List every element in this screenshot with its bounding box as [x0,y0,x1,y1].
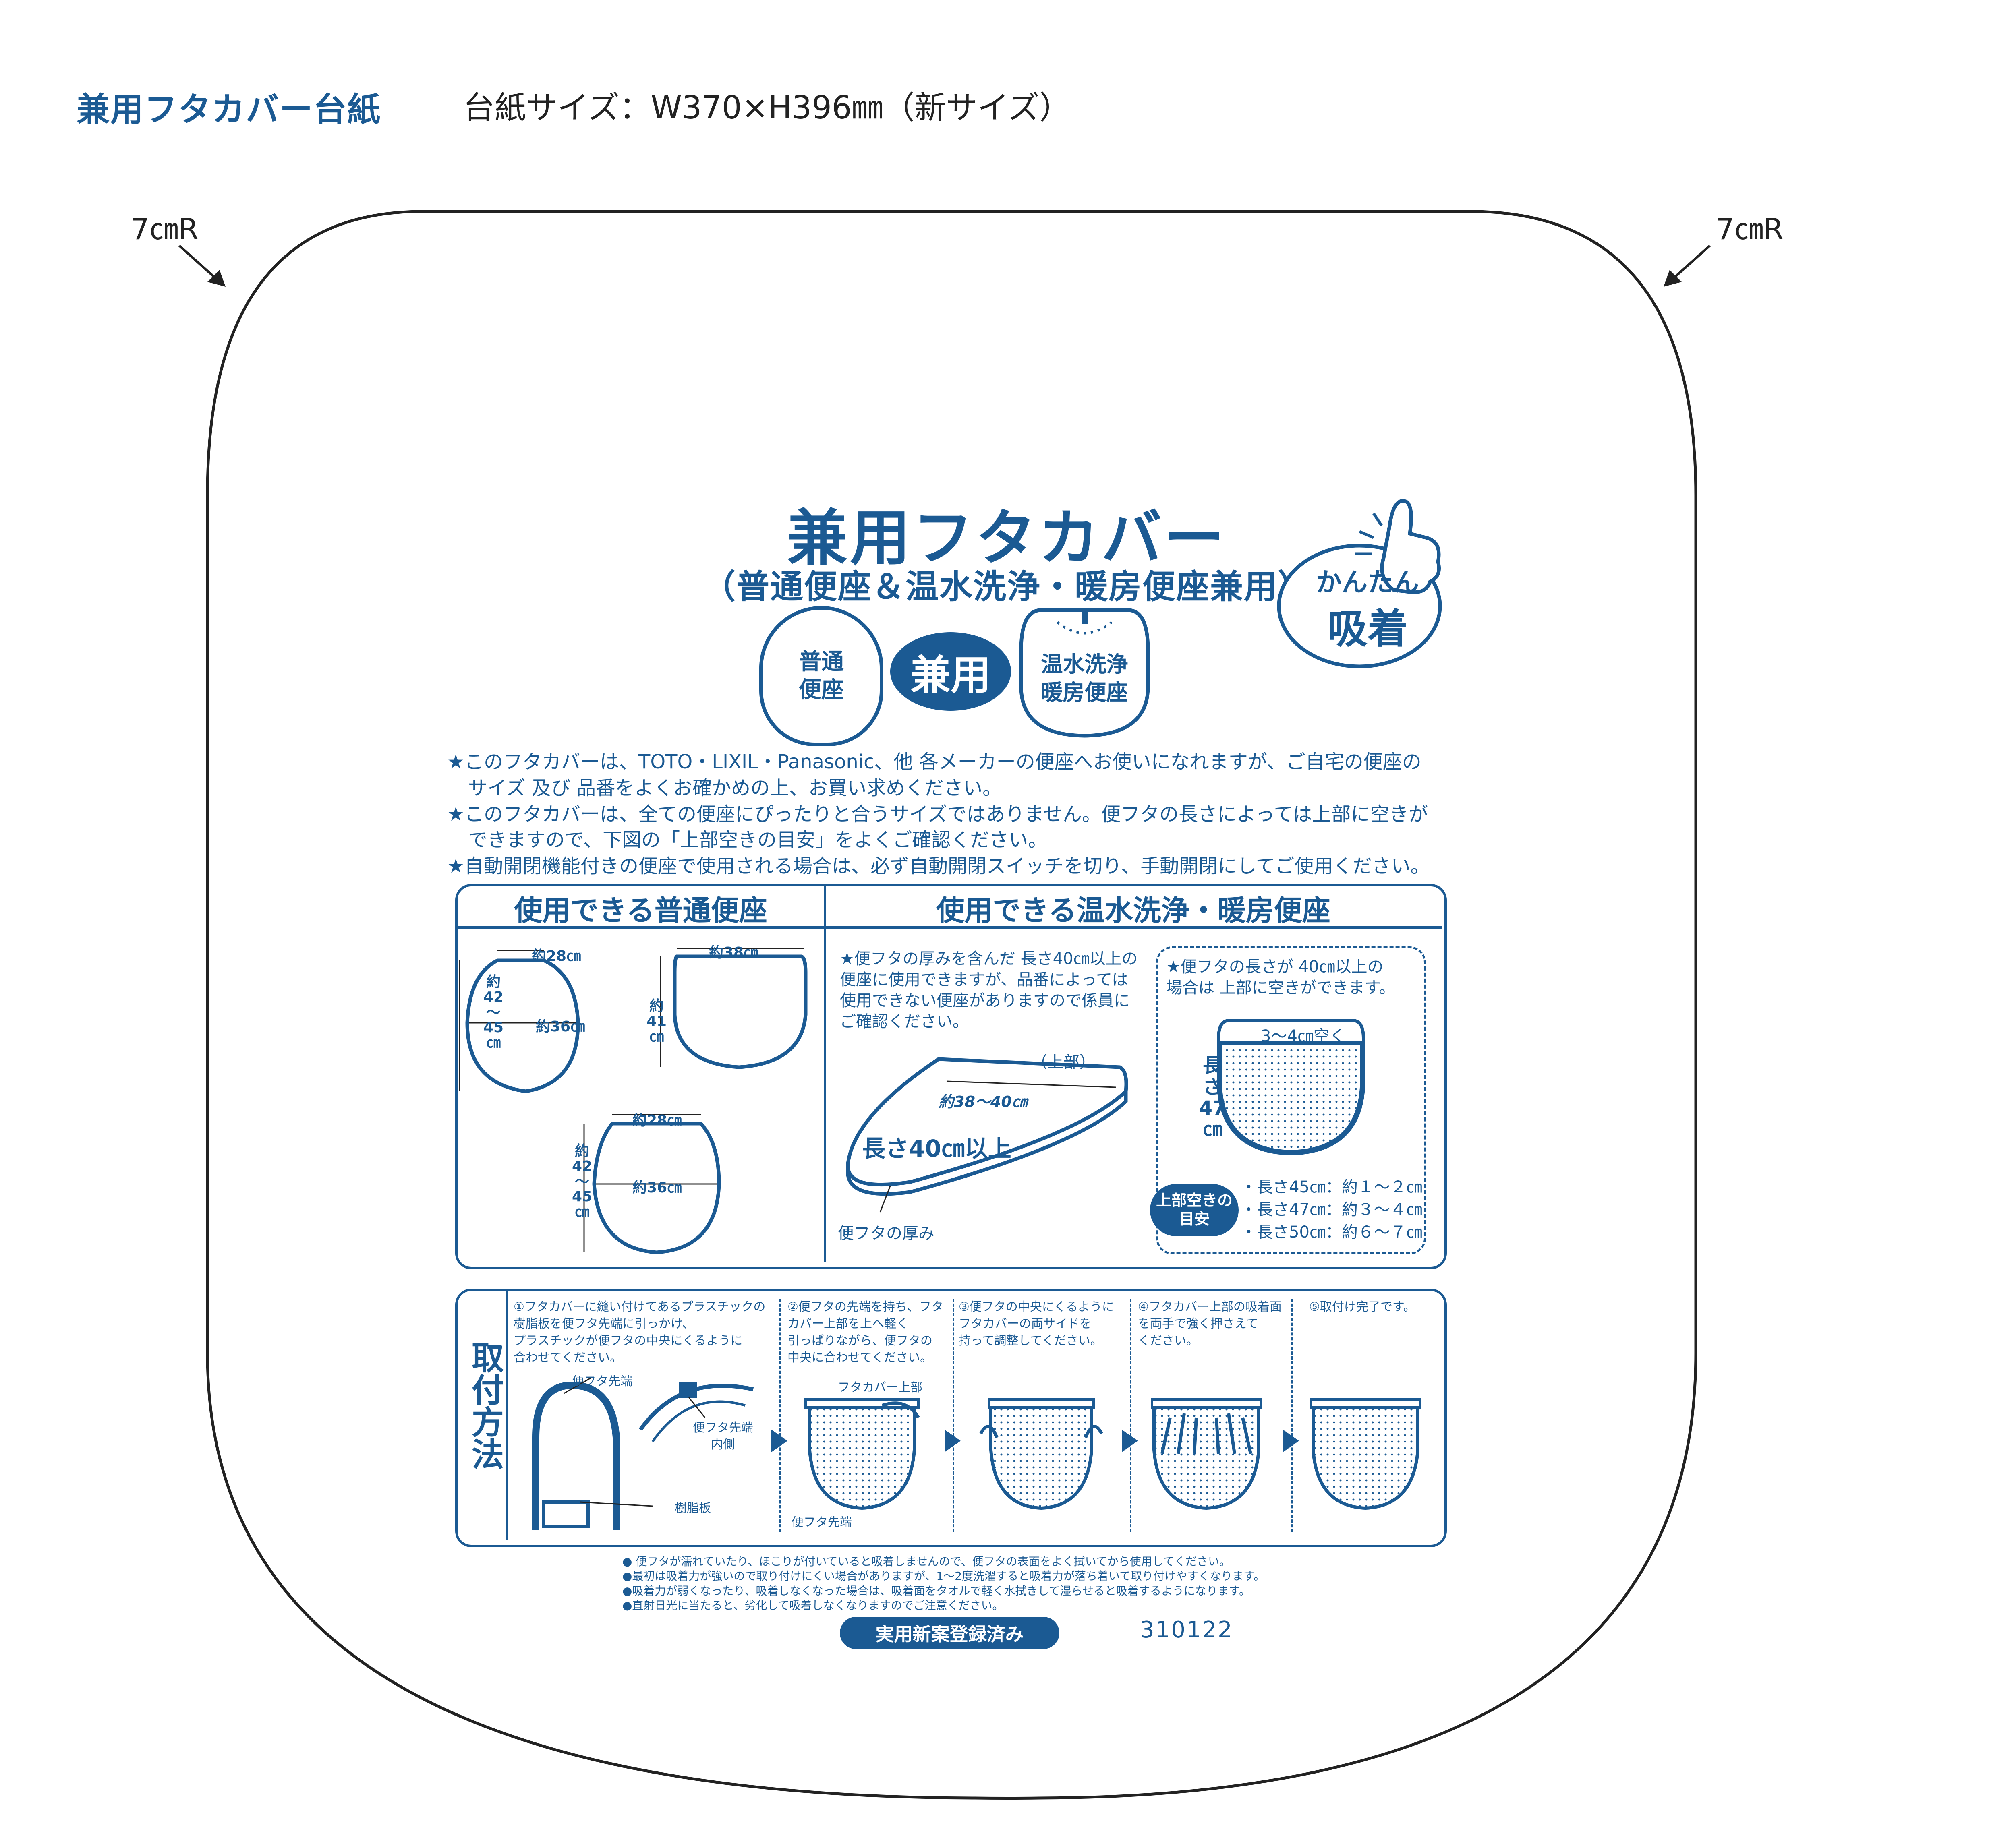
warm-seat-top-label: （上部） [1031,1053,1096,1072]
warm-seat-oval [1019,608,1150,738]
gap-row: ・長さ47㎝：約３〜４㎝ [1241,1200,1422,1219]
gap-row: ・長さ50㎝：約６〜７㎝ [1241,1223,1422,1242]
warm-seat-diag-dim: 約38〜40㎝ [939,1093,1027,1111]
easy-suction-top: かんたん [1316,568,1419,598]
gap-label: 3〜4㎝空く [1261,1027,1346,1045]
step-divider [953,1299,954,1532]
header-size: 台紙サイズ：W370×H396㎜（新サイズ） [463,90,1071,126]
step-arrow-icon [771,1430,787,1452]
registered-badge: 実用新案登録済み [840,1617,1059,1649]
label-resin-plate: 樹脂板 [675,1501,711,1515]
bottom-note: ●直射日光に当たると、劣化して吸着しなくなりますのでご注意ください。 [622,1599,1004,1612]
install-step-3: ③便フタの中央にくるように フタカバーの両サイドを 持って調整してください。 [959,1300,1114,1348]
badge-dual-use: 兼用 [890,632,1011,711]
caution-notes: ★このフタカバーは、TOTO・LIXIL・Panasonic、他 各メーカーの便… [447,749,1486,880]
corner-label-right: 7㎝R [1716,212,1784,246]
label-cover-top: フタカバー上部 [838,1380,922,1395]
note-line: ★このフタカバーは、全ての便座にぴったりと合うサイズではありません。便フタの長さ… [447,803,1428,826]
product-code: 310122 [1140,1617,1233,1643]
warm-seat-length: 長さ40㎝以上 [862,1135,1011,1162]
gap-note: ★便フタの長さが 40㎝以上の 場合は 上部に空きができます。 [1166,958,1395,997]
easy-suction-bubble [1277,499,1442,668]
seat3-height-dim: 約 42 〜 45 ㎝ [572,1143,593,1221]
bottom-note: ●吸着力が弱くなったり、吸着しなくなった場合は、吸着面をタオルで軽く水拭きして湿… [622,1584,1251,1598]
step1-illustration [532,1376,754,1530]
corner-label-left: 7㎝R [131,212,199,246]
product-subtitle: （普通便座＆温水洗浄・暖房便座兼用） [702,568,1312,606]
label-lid-tip-inner: 便フタ先端 内側 [693,1421,753,1452]
install-title-divider [506,1291,508,1540]
standard-seat-diagrams [459,948,808,1254]
gap-rows: ・長さ45㎝：約１〜２㎝ ・長さ47㎝：約３〜４㎝ ・長さ50㎝：約６〜７㎝ [1241,1176,1422,1244]
warm-seat-thickness-label: 便フタの厚み [838,1224,934,1243]
panel-column-divider [824,886,826,1262]
gap-row: ・長さ45㎝：約１〜２㎝ [1241,1178,1422,1196]
panel-divider [458,926,1442,929]
install-step-2: ②便フタの先端を持ち、フタ カバー上部を上へ軽く 引っぱりながら、便フタの 中央… [787,1300,943,1365]
seat3-width-dim: 約36㎝ [632,1180,682,1196]
install-step-5: ⑤取付け完了です。 [1309,1300,1415,1314]
gap-guide-badge: 上部空きの 目安 [1150,1184,1239,1236]
seat2-top-dim: 約38㎝ [709,944,758,961]
step-divider [1291,1299,1293,1532]
step-divider [1130,1299,1131,1532]
gap-height-dim: 長さ 47 ㎝ [1199,1054,1226,1141]
badge-warm-seat-label: 温水洗浄 暖房便座 [1041,652,1128,706]
step-arrow-icon [1283,1430,1299,1452]
header-title: 兼用フタカバー台紙 [77,91,381,129]
step5-illustration [1310,1398,1421,1510]
badge-warm-seat: 温水洗浄 暖房便座 [1017,606,1152,739]
warm-seat-heading: 使用できる温水洗浄・暖房便座 [936,894,1330,927]
note-line: ★自動開閉機能付きの便座で使用される場合は、必ず自動開閉スイッチを切り、手動開閉… [447,855,1430,878]
warm-seat-note: ★便フタの厚みを含んだ 長さ40㎝以上の 便座に使用できますが、品番によっては … [840,950,1138,1031]
note-line: サイズ 及び 品番をよくお確かめの上、お買い求めください。 [468,776,1002,799]
install-step-4: ④フタカバー上部の吸着面 を両手で強く押さえて ください。 [1138,1300,1282,1348]
easy-suction-bottom: 吸着 [1327,605,1408,652]
gap-cover-diagram [1217,1019,1365,1156]
label-lid-tip-2: 便フタ先端 [792,1515,852,1529]
step-divider [779,1299,781,1532]
step4-illustration [1151,1398,1262,1510]
label-lid-tip: 便フタ先端 [572,1374,632,1389]
bottom-note: ●最初は吸着力が強いので取り付けにくい場合がありますが、1〜2度洗濯すると吸着力… [622,1569,1265,1583]
step2-illustration [804,1398,920,1510]
bottom-notes: ● 便フタが濡れていたり、ほこりが付いていると吸着しませんので、便フタの表面をよ… [622,1554,1265,1613]
step-arrow-icon [945,1430,961,1452]
install-step-1: ①フタカバーに縫い付けてあるプラスチックの 樹脂板を便フタ先端に引っかけ、 プラ… [514,1300,766,1365]
product-title: 兼用フタカバー [787,503,1227,573]
bottom-note: ● 便フタが濡れていたり、ほこりが付いていると吸着しませんので、便フタの表面をよ… [622,1555,1231,1568]
seat3-top-dim: 約28㎝ [632,1112,682,1129]
badge-standard-seat: 普通 便座 [759,606,883,746]
seat1-top-dim: 約28㎝ [532,948,581,964]
gap-panel [1156,946,1426,1254]
seat1-width-dim: 約36㎝ [536,1018,585,1035]
step3-illustration [979,1398,1103,1510]
step-arrow-icon [1122,1430,1138,1452]
warm-seat-lid-diagram [846,1057,1128,1213]
install-title: 取付方法 [466,1341,504,1470]
note-line: ★このフタカバーは、TOTO・LIXIL・Panasonic、他 各メーカーの便… [447,751,1421,773]
standard-seat-heading: 使用できる普通便座 [514,894,767,927]
seat2-height-dim: 約 41 ㎝ [646,998,667,1045]
note-line: できますので、下図の「上部空きの目安」をよくご確認ください。 [468,829,1048,852]
seat1-height-dim: 約 42 〜 45 ㎝ [483,974,504,1051]
